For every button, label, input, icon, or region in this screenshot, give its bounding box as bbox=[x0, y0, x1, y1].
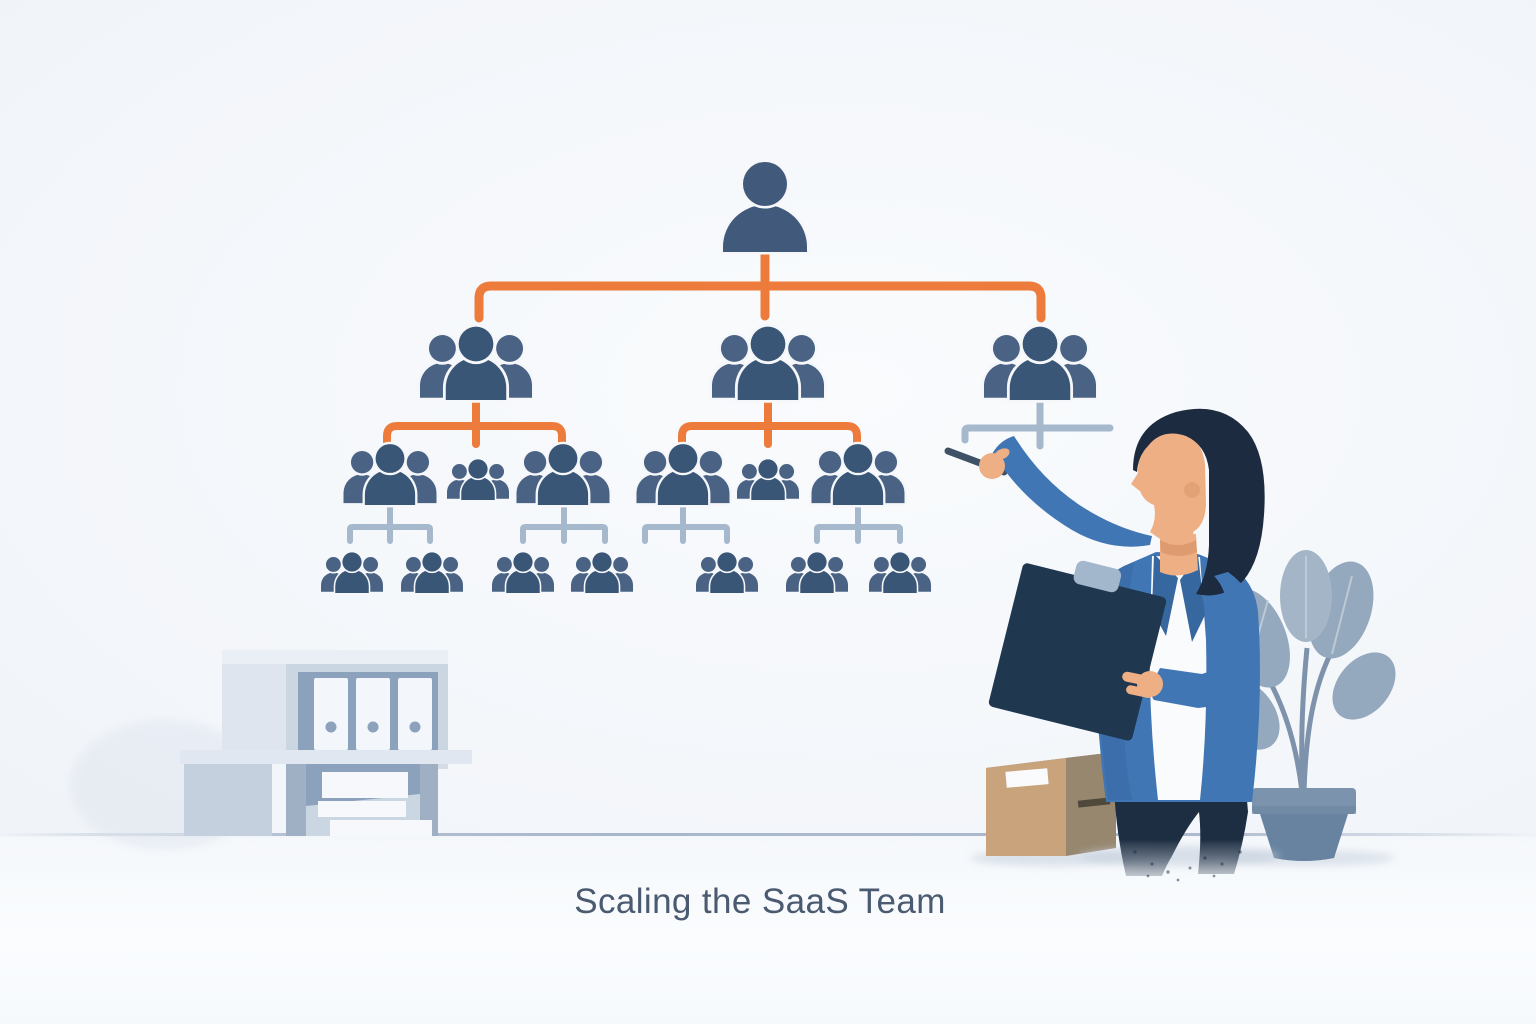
presenter-ear bbox=[1184, 482, 1200, 498]
people-group-icon bbox=[735, 457, 801, 502]
presenter-nose bbox=[1131, 470, 1141, 492]
caption-title: Scaling the SaaS Team bbox=[574, 882, 946, 921]
org-connector bbox=[347, 504, 433, 544]
people-group-icon bbox=[784, 550, 850, 595]
clipboard bbox=[988, 560, 1167, 741]
floor-line bbox=[0, 833, 1536, 836]
people-group-icon bbox=[514, 441, 612, 508]
clipboard-clip bbox=[1073, 560, 1122, 593]
cardboard-box bbox=[970, 752, 1134, 866]
binder bbox=[314, 678, 348, 750]
paper-stack bbox=[318, 772, 432, 836]
people-group-icon bbox=[399, 550, 465, 595]
presenter-raised-arm bbox=[992, 436, 1152, 547]
people-group-icon bbox=[445, 457, 511, 502]
presenter-pants bbox=[1114, 788, 1248, 876]
people-group-icon bbox=[709, 323, 827, 403]
floor bbox=[0, 837, 1536, 1024]
presenter-fingers bbox=[1122, 671, 1154, 687]
org-connector bbox=[383, 398, 566, 448]
people-group-icon bbox=[634, 441, 732, 508]
people-group-icon bbox=[569, 550, 635, 595]
presenter-holding-arm bbox=[1151, 572, 1258, 708]
people-group-icon bbox=[981, 323, 1099, 403]
people-group-icon bbox=[809, 441, 907, 508]
presenter-hair bbox=[1133, 408, 1265, 596]
people-group-icon bbox=[417, 323, 535, 403]
box-label bbox=[1005, 768, 1049, 788]
org-connector bbox=[520, 504, 608, 544]
org-connector bbox=[678, 398, 861, 448]
presenter-face bbox=[1137, 429, 1206, 545]
people-group-icon bbox=[319, 550, 385, 595]
box-handle-line bbox=[1077, 797, 1111, 808]
bookshelf bbox=[70, 650, 472, 850]
blazer-lapel bbox=[1180, 555, 1205, 642]
person-icon bbox=[720, 159, 810, 255]
people-group-icon bbox=[867, 550, 933, 595]
plant-pot bbox=[1260, 814, 1348, 861]
org-connector bbox=[642, 504, 730, 544]
presenter bbox=[944, 408, 1280, 882]
people-group-icon bbox=[694, 550, 760, 595]
org-connector bbox=[474, 249, 1046, 323]
people-group-icon bbox=[490, 550, 556, 595]
presenter-shadow bbox=[1080, 846, 1280, 866]
org-connector bbox=[961, 397, 1114, 450]
people-group-icon bbox=[341, 441, 439, 508]
org-connector bbox=[814, 504, 903, 544]
binder bbox=[356, 678, 390, 750]
binder bbox=[398, 678, 432, 750]
dissolve-speckles bbox=[1133, 850, 1242, 882]
